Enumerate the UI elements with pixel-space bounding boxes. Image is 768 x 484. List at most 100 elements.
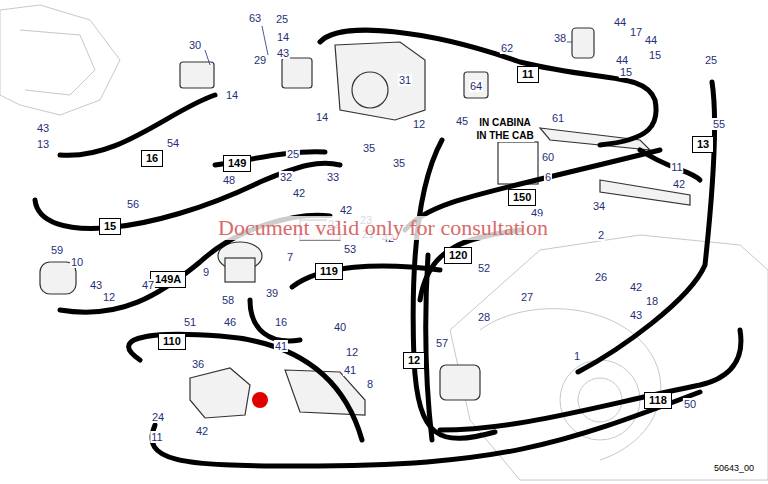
callout-number: 17 — [629, 26, 643, 38]
callout-number: 12 — [102, 291, 116, 303]
callout-number: 6 — [544, 171, 552, 183]
callout-number: 38 — [553, 32, 567, 44]
callout-number: 57 — [435, 337, 449, 349]
hose-number: 119 — [320, 265, 338, 278]
callout-number: 43 — [89, 279, 103, 291]
hose-reference-box: 149 — [223, 155, 251, 172]
callout-number: 42 — [339, 204, 353, 216]
callout-number: 25 — [275, 13, 289, 25]
callout-number: 44 — [615, 54, 629, 66]
callout-number: 18 — [645, 295, 659, 307]
callout-number: 12 — [345, 346, 359, 358]
background-machinery — [0, 5, 768, 480]
callout-number: 13 — [36, 138, 50, 150]
location-note: IN CABINA — [478, 117, 532, 129]
hose-reference-box: 12 — [403, 352, 425, 369]
hose-number: 149A — [155, 273, 181, 286]
callout-number: 40 — [333, 321, 347, 333]
callout-number: 25 — [286, 148, 300, 160]
callout-number: 52 — [477, 262, 491, 274]
callout-number: 45 — [455, 115, 469, 127]
callout-number: 51 — [183, 316, 197, 328]
callout-number: 24 — [151, 411, 165, 423]
callout-number: 60 — [541, 151, 555, 163]
callout-number: 2 — [597, 229, 605, 241]
callout-number: 44 — [613, 16, 627, 28]
callout-number: 42 — [195, 425, 209, 437]
callout-number: 33 — [326, 171, 340, 183]
callout-number: 62 — [500, 42, 514, 54]
hose-reference-box: 13 — [692, 136, 714, 153]
hose-reference-box: 11 — [517, 66, 539, 83]
callout-number: 1 — [573, 350, 581, 362]
callout-number: 43 — [276, 47, 290, 59]
callout-number: 26 — [594, 271, 608, 283]
callout-number: 64 — [469, 80, 483, 92]
hose-number: 11 — [522, 68, 534, 81]
hoses — [35, 30, 741, 466]
callout-number: 14 — [225, 89, 239, 101]
hose-number: 149 — [228, 157, 246, 170]
callout-number: 14 — [276, 31, 290, 43]
callout-number: 41 — [274, 340, 288, 352]
callout-number: 50 — [683, 398, 697, 410]
hose-number: 118 — [649, 394, 667, 407]
callout-number: 34 — [592, 200, 606, 212]
marker-dot — [252, 392, 268, 408]
hose-reference-box: 16 — [141, 150, 163, 167]
callout-number: 41 — [343, 364, 357, 376]
callout-number: 36 — [191, 358, 205, 370]
hose-reference-box: 120 — [444, 247, 472, 264]
callout-number: 42 — [292, 187, 306, 199]
callout-number: 47 — [141, 279, 155, 291]
callout-number: 35 — [362, 142, 376, 154]
callout-number: 10 — [70, 256, 84, 268]
location-note: IN THE CAB — [475, 130, 534, 142]
callout-number: 15 — [619, 66, 633, 78]
callout-number: 16 — [274, 316, 288, 328]
callout-number: 7 — [286, 251, 294, 263]
drawing-code: 50643_00 — [714, 463, 754, 474]
callout-number: 63 — [248, 12, 262, 24]
callout-number: 9 — [202, 266, 210, 278]
hose-reference-box: 149A — [150, 271, 186, 288]
callout-number: 42 — [629, 281, 643, 293]
callout-number: 11 — [670, 161, 683, 173]
callout-number: 53 — [343, 243, 357, 255]
watermark: Document valid only for consultation — [218, 216, 548, 240]
callout-number: 35 — [392, 157, 406, 169]
callout-number: 43 — [629, 309, 643, 321]
callout-number: 39 — [265, 287, 279, 299]
callout-number: 55 — [712, 118, 726, 130]
leader-lines — [205, 26, 572, 65]
callout-number: 30 — [188, 39, 202, 51]
hose-number: 110 — [163, 335, 181, 348]
callout-number: 44 — [644, 34, 658, 46]
callout-number: 11 — [150, 431, 163, 443]
callout-number: 32 — [279, 171, 293, 183]
hose-number: 15 — [104, 220, 116, 233]
callout-number: 56 — [126, 198, 140, 210]
callout-number: 31 — [398, 74, 412, 86]
hose-reference-box: 150 — [508, 189, 536, 206]
hose-number: 120 — [449, 249, 467, 262]
hose-number: 16 — [146, 152, 158, 165]
hose-number: 12 — [408, 354, 420, 367]
callout-number: 8 — [366, 378, 374, 390]
callout-number: 46 — [223, 316, 237, 328]
callout-number: 54 — [166, 137, 180, 149]
hose-reference-box: 15 — [99, 218, 121, 235]
callout-number: 42 — [672, 178, 686, 190]
callout-number: 14 — [315, 111, 329, 123]
callout-number: 43 — [36, 122, 50, 134]
callout-number: 29 — [253, 54, 267, 66]
callout-number: 28 — [477, 311, 491, 323]
callout-number: 61 — [551, 112, 565, 124]
callout-number: 27 — [520, 291, 534, 303]
hose-number: 150 — [513, 191, 531, 204]
hose-reference-box: 118 — [644, 392, 672, 409]
hose-reference-box: 110 — [158, 333, 186, 350]
callout-number: 58 — [221, 294, 235, 306]
callout-number: 48 — [222, 174, 236, 186]
